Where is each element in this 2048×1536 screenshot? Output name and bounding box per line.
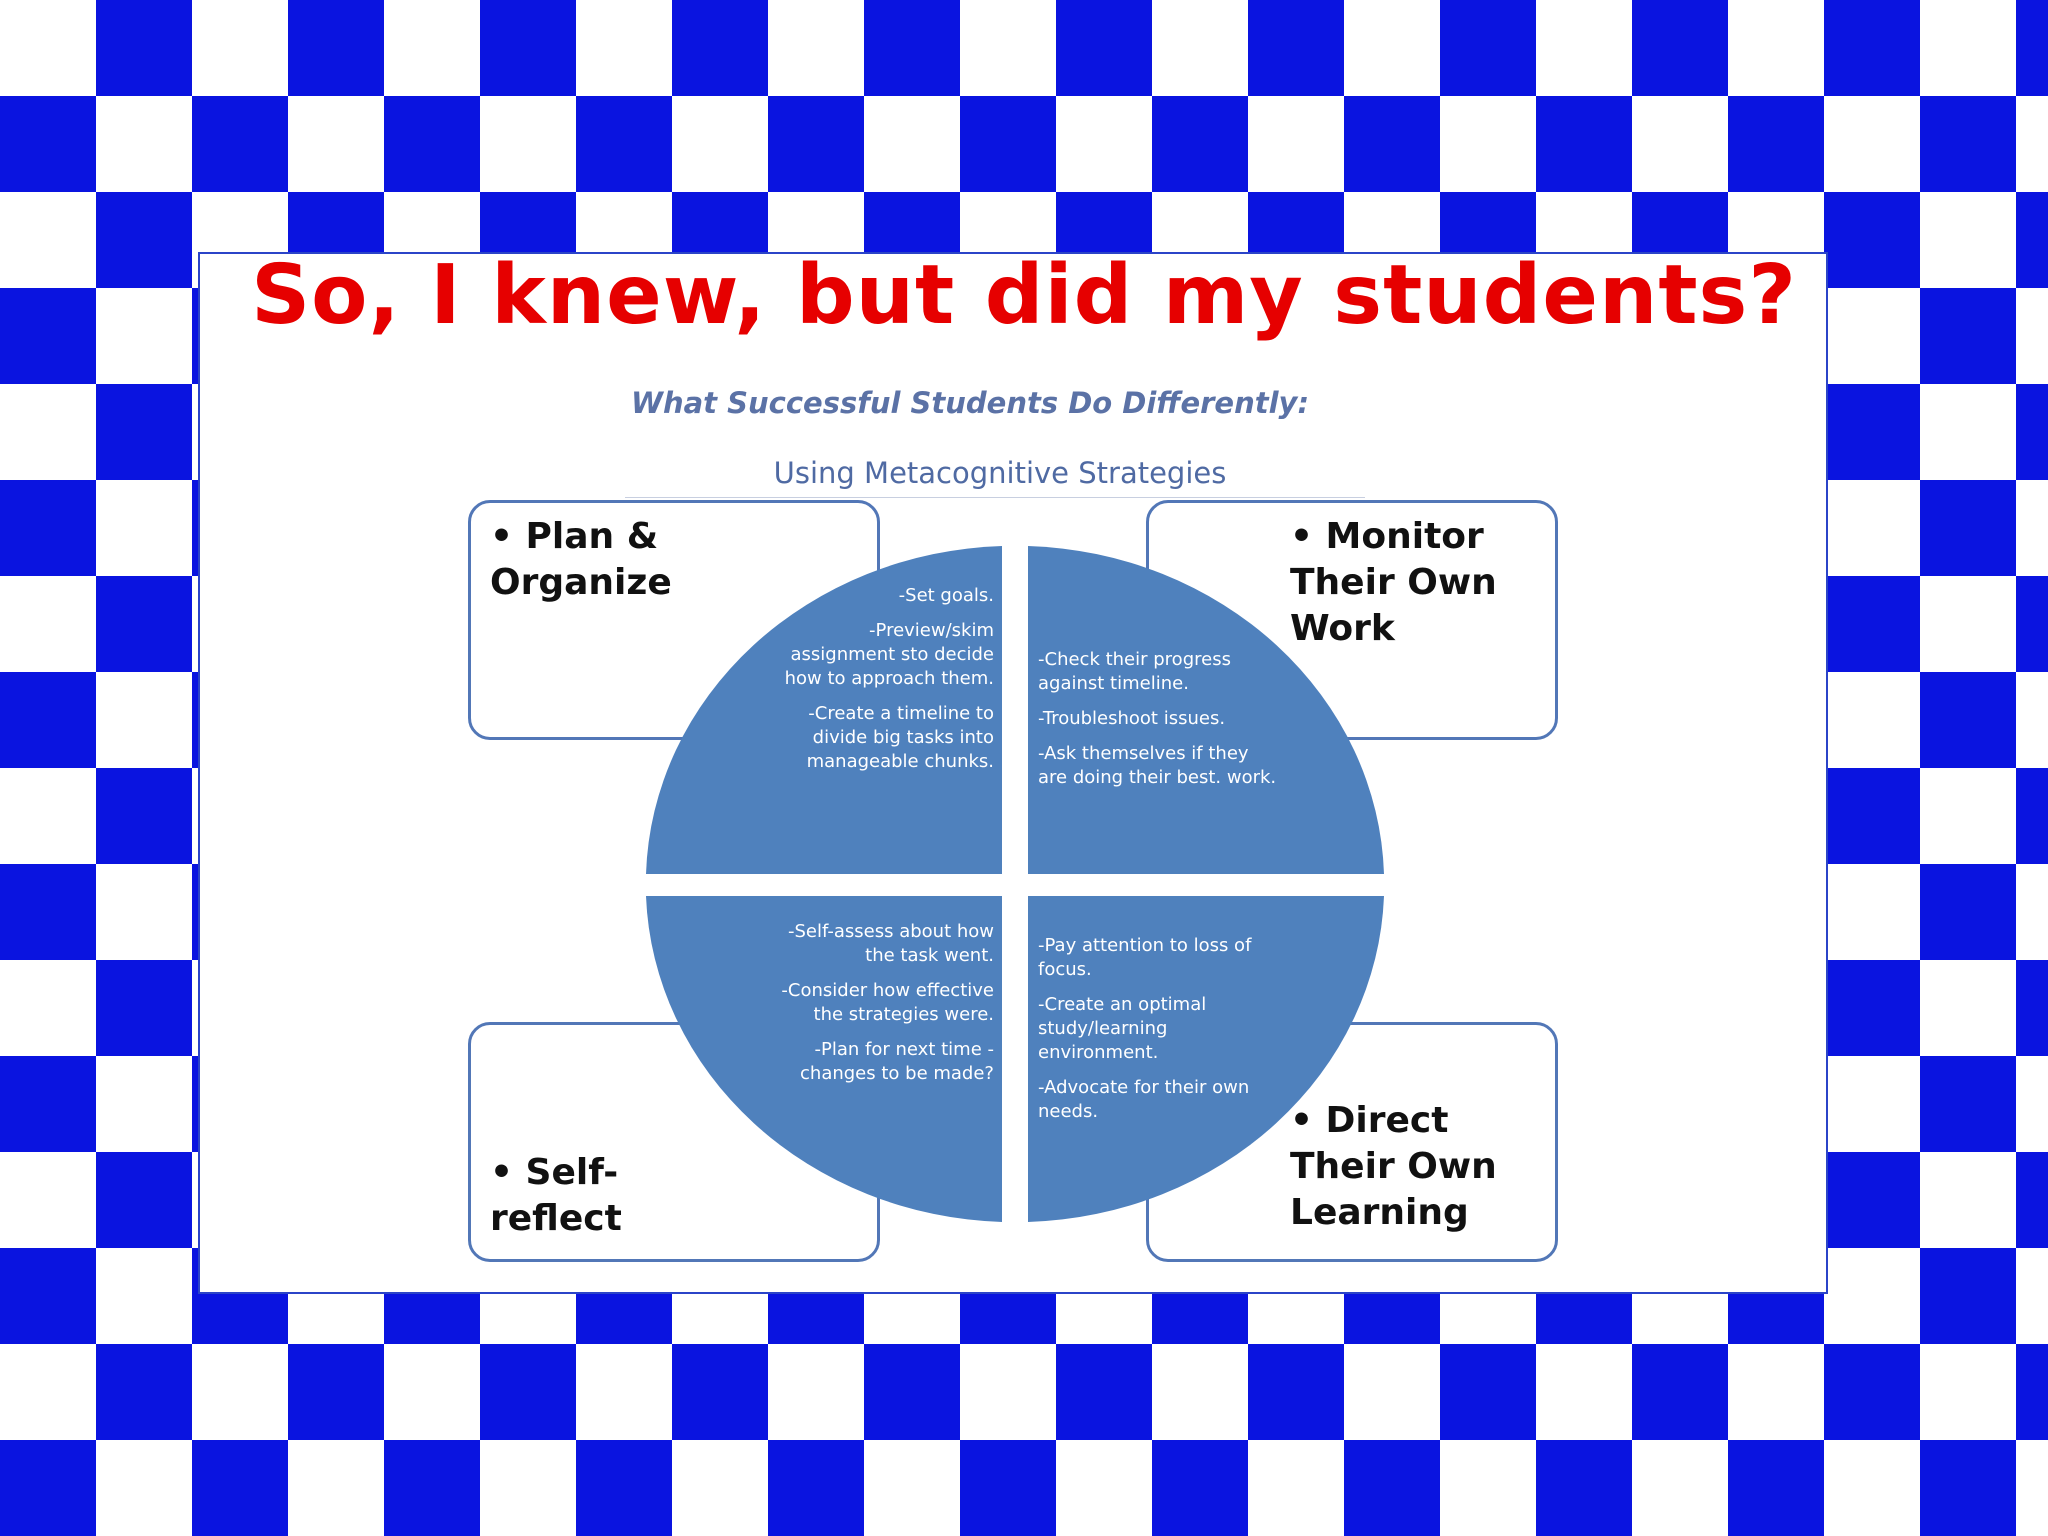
text-plan: -Set goals. -Preview/skim assignment sto… <box>774 584 994 785</box>
text-direct: -Pay attention to loss of focus. -Create… <box>1038 934 1258 1135</box>
monitor-item: -Check their progress against timeline. <box>1038 649 1231 694</box>
reflect-item: -Self-assess about how the task went. <box>788 921 994 966</box>
diagram-heading: What Successful Students Do Differently: <box>630 386 1310 420</box>
diagram-subheading: Using Metacognitive Strategies <box>773 456 1227 490</box>
slide-title: So, I knew, but did my students? <box>251 248 1797 343</box>
monitor-item: -Ask themselves if they are doing their … <box>1038 743 1277 788</box>
reflect-item: -Consider how effective the strategies w… <box>781 980 994 1025</box>
label-plan-organize: • Plan & Organize <box>490 516 672 603</box>
plan-item: -Preview/skim assignment sto decide how … <box>784 620 994 689</box>
direct-item: -Advocate for their own needs. <box>1038 1077 1250 1122</box>
reflect-item: -Plan for next time - changes to be made… <box>800 1039 994 1084</box>
direct-item: -Create an optimal study/learning enviro… <box>1038 994 1207 1063</box>
quadrant-plan <box>646 546 1002 874</box>
text-monitor: -Check their progress against timeline. … <box>1038 648 1278 801</box>
plan-item: -Set goals. <box>898 585 994 606</box>
label-self-reflect: • Self-reflect <box>490 1152 622 1239</box>
direct-item: -Pay attention to loss of focus. <box>1038 935 1252 980</box>
metacognition-circle <box>646 546 1384 1222</box>
monitor-item: -Troubleshoot issues. <box>1038 708 1226 729</box>
label-direct-learning: • Direct Their Own Learning <box>1290 1100 1497 1233</box>
label-monitor-work: • Monitor Their Own Work <box>1290 516 1497 649</box>
quadrant-reflect <box>646 896 1002 1222</box>
quadrant-direct <box>1028 896 1384 1222</box>
text-reflect: -Self-assess about how the task went. -C… <box>764 920 994 1097</box>
quadrant-monitor <box>1028 546 1384 874</box>
subheading-rule <box>625 497 1365 498</box>
plan-item: -Create a timeline to divide big tasks i… <box>806 703 994 772</box>
